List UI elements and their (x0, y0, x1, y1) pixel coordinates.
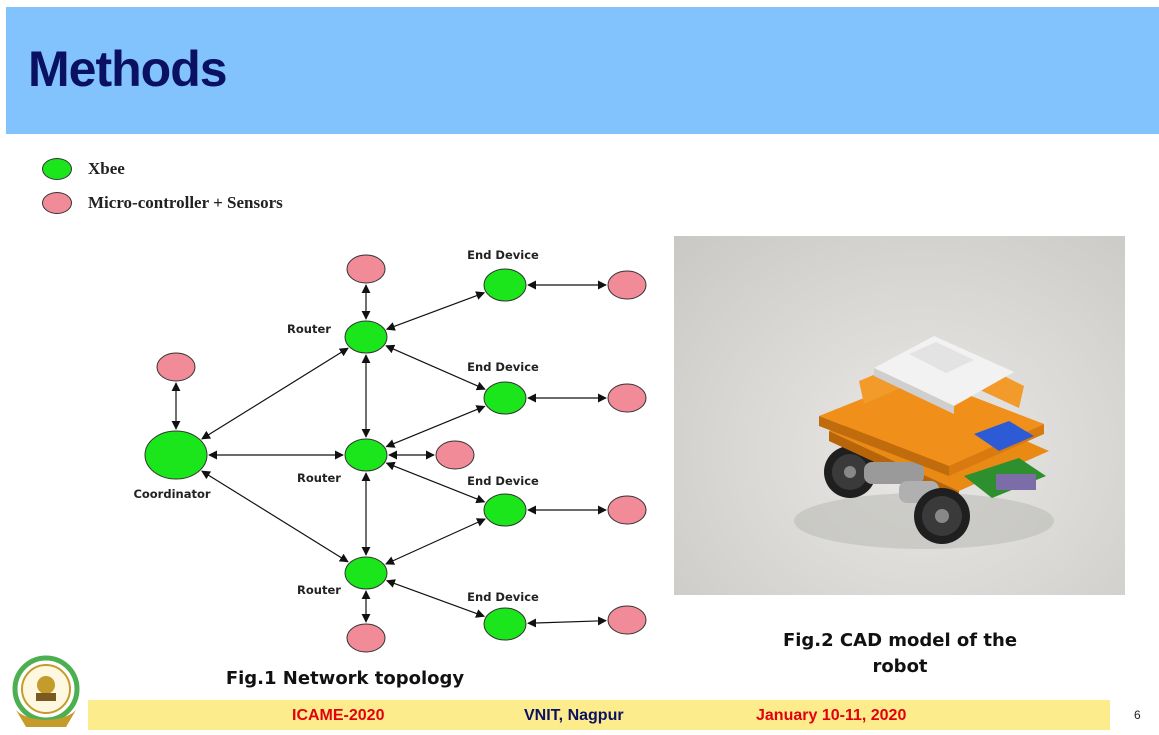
xbee-node-e1 (483, 268, 527, 302)
label-router-3: Router (297, 583, 341, 597)
xbee-node-e2 (483, 381, 527, 415)
title-banner (6, 7, 1159, 134)
sensor-node-e2S (607, 383, 647, 413)
sensor-node-e4S (607, 605, 647, 635)
link-coord-r3 (201, 470, 349, 563)
fig2-caption-line1: Fig.2 CAD model of the (782, 630, 1018, 651)
slide-title: Methods (28, 41, 228, 97)
institute-emblem-icon (12, 655, 80, 727)
footer-dates: January 10-11, 2020 (756, 707, 907, 724)
xbee-node-r3 (344, 556, 388, 590)
sensor-node-r1S (346, 254, 386, 284)
xbee-node-r1 (344, 320, 388, 354)
xbee-node-e3 (483, 493, 527, 527)
label-end-device-4: End Device (467, 590, 539, 604)
legend-label-xbee: Xbee (88, 159, 125, 178)
link-r3-e3 (385, 518, 486, 565)
legend-item-xbee: Xbee (42, 158, 125, 180)
legend-item-sensor: Micro-controller + Sensors (42, 192, 283, 214)
label-router-1: Router (287, 322, 331, 336)
page-number: 6 (1134, 708, 1141, 722)
label-end-device-2: End Device (467, 360, 539, 374)
label-end-device-3: End Device (467, 474, 539, 488)
institute-logo (6, 655, 83, 730)
link-r1-e2 (385, 344, 486, 391)
link-coord-r1 (201, 347, 349, 440)
robot-cad-photo (674, 236, 1125, 595)
xbee-legend-swatch (42, 158, 72, 180)
xbee-node-r2 (344, 438, 388, 472)
robot-cad-illustration (794, 336, 1054, 549)
footer-bar (88, 700, 1110, 730)
link-r2-e2 (385, 405, 486, 448)
sensor-node-e1S (607, 270, 647, 300)
xbee-node-e4 (483, 607, 527, 641)
label-coordinator: Coordinator (133, 487, 210, 501)
link-r3-e4 (385, 579, 486, 618)
label-end-device-1: End Device (467, 248, 539, 262)
sensor-node-r3S (346, 623, 386, 653)
fig2-caption-line2: robot (872, 656, 928, 677)
label-router-2: Router (297, 471, 341, 485)
sensor-node-r2S (435, 440, 475, 470)
link-e4-e4S (527, 616, 607, 628)
fig1-caption: Fig.1 Network topology (225, 668, 465, 689)
link-r1-e1 (385, 291, 486, 331)
sensor-legend-swatch (42, 192, 72, 214)
link-r2-e3 (385, 461, 486, 504)
legend-label-sensor: Micro-controller + Sensors (88, 193, 283, 212)
sensor-node-e3S (607, 495, 647, 525)
footer-conference: ICAME-2020 (292, 707, 385, 724)
xbee-node-coord (144, 430, 208, 480)
footer-venue: VNIT, Nagpur (524, 707, 624, 724)
sensor-node-cS (156, 352, 196, 382)
